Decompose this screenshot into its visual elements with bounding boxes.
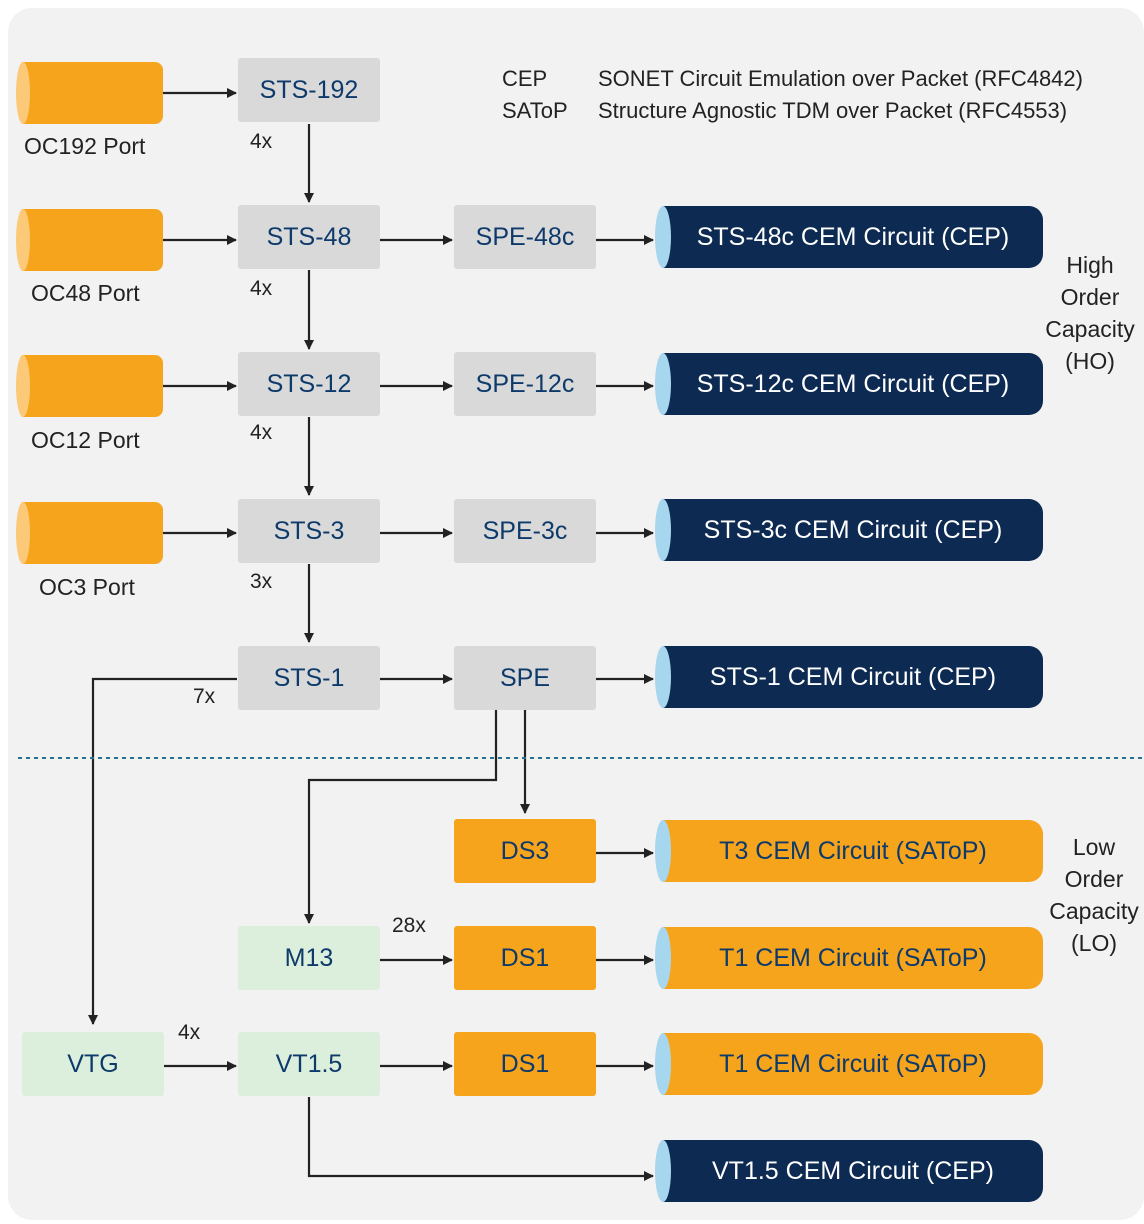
ds1-node-m13: DS1 — [454, 926, 596, 990]
t3-cem-circuit: T3 CEM Circuit (SAToP) — [655, 820, 1043, 882]
multiplier-sts48: 4x — [250, 277, 273, 300]
t1-cem-circuit-m13-label: T1 CEM Circuit (SAToP) — [663, 927, 1043, 989]
lo-label: Low Order Capacity (LO) — [1044, 831, 1144, 959]
sts12c-cem-circuit: STS-12c CEM Circuit (CEP) — [655, 353, 1043, 415]
spe48c-node: SPE-48c — [454, 205, 596, 269]
spe3c-node: SPE-3c — [454, 499, 596, 563]
sts192-node: STS-192 — [238, 58, 380, 122]
ho-label: High Order Capacity (HO) — [1040, 249, 1140, 377]
arrow-sts1-vtg — [88, 677, 237, 1025]
sts48c-cem-circuit: STS-48c CEM Circuit (CEP) — [655, 206, 1043, 268]
oc48-port-label: OC48 Port — [31, 280, 140, 306]
sts3-node: STS-3 — [238, 499, 380, 563]
spe12c-node: SPE-12c — [454, 352, 596, 416]
oc192-port-icon — [16, 62, 163, 124]
sts3c-cem-circuit: STS-3c CEM Circuit (CEP) — [655, 499, 1043, 561]
vt15-node: VT1.5 — [238, 1032, 380, 1096]
lo-label-line1: Low — [1072, 834, 1116, 860]
sts1-node: STS-1 — [238, 646, 380, 710]
multiplier-m13: 28x — [392, 914, 426, 937]
sts12-node: STS-12 — [238, 352, 380, 416]
vt15-cem-circuit: VT1.5 CEM Circuit (CEP) — [655, 1140, 1043, 1202]
t1-cem-circuit-vt-label: T1 CEM Circuit (SAToP) — [663, 1033, 1043, 1095]
oc3-port-icon — [16, 502, 163, 564]
multiplier-sts3: 3x — [250, 570, 273, 593]
t1-cem-circuit-vt: T1 CEM Circuit (SAToP) — [655, 1033, 1043, 1095]
multiplier-vtg: 4x — [178, 1021, 201, 1044]
arrow-vt15-vtcircuit — [307, 1097, 654, 1181]
legend-text-satop: Structure Agnostic TDM over Packet (RFC4… — [598, 98, 1068, 123]
lo-label-line3: Capacity — [1049, 898, 1139, 924]
oc12-port-icon — [16, 355, 163, 417]
ds1-node-vt: DS1 — [454, 1032, 596, 1096]
m13-node: M13 — [238, 926, 380, 990]
arrow-spe-m13 — [304, 710, 498, 924]
legend-text-cep: SONET Circuit Emulation over Packet (RFC… — [598, 66, 1083, 91]
sts12c-cem-circuit-label: STS-12c CEM Circuit (CEP) — [663, 353, 1043, 415]
multiplier-sts1: 7x — [193, 685, 216, 708]
legend-abbr-cep: CEP — [502, 66, 548, 91]
sts48-node: STS-48 — [238, 205, 380, 269]
sts1-cem-circuit: STS-1 CEM Circuit (CEP) — [655, 646, 1043, 708]
ho-label-line1: High — [1066, 252, 1114, 278]
oc12-port-label: OC12 Port — [31, 427, 140, 453]
oc192-port-label: OC192 Port — [24, 133, 146, 159]
sts48c-cem-circuit-label: STS-48c CEM Circuit (CEP) — [663, 206, 1043, 268]
lo-label-line4: (LO) — [1071, 930, 1117, 956]
spe-node: SPE — [454, 646, 596, 710]
lo-label-line2: Order — [1064, 866, 1124, 892]
ho-label-line4: (HO) — [1065, 348, 1115, 374]
vt15-cem-circuit-label: VT1.5 CEM Circuit (CEP) — [663, 1140, 1043, 1202]
sts3c-cem-circuit-label: STS-3c CEM Circuit (CEP) — [663, 499, 1043, 561]
oc3-port-label: OC3 Port — [39, 574, 135, 600]
legend-abbr-satop: SAToP — [502, 98, 568, 123]
t3-cem-circuit-label: T3 CEM Circuit (SAToP) — [663, 820, 1043, 882]
ho-label-line2: Order — [1060, 284, 1120, 310]
sts1-cem-circuit-label: STS-1 CEM Circuit (CEP) — [663, 646, 1043, 708]
ds3-node: DS3 — [454, 819, 596, 883]
multiplier-sts192: 4x — [250, 130, 273, 153]
t1-cem-circuit-m13: T1 CEM Circuit (SAToP) — [655, 927, 1043, 989]
oc48-port-icon — [16, 209, 163, 271]
ho-label-line3: Capacity — [1045, 316, 1135, 342]
vtg-node: VTG — [22, 1032, 164, 1096]
multiplier-sts12: 4x — [250, 421, 273, 444]
